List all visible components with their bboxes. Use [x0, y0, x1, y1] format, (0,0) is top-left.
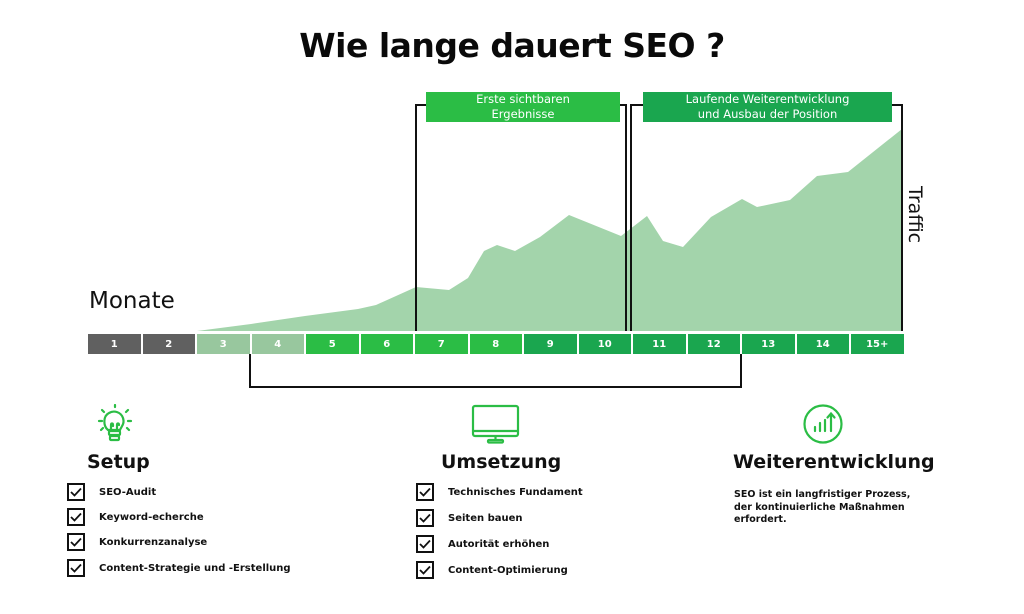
checklist-item: Autorität erhöhen [416, 535, 549, 553]
checkbox-checked-icon [416, 561, 434, 579]
phase-label-line2: und Ausbau der Position [697, 107, 838, 121]
phase-label-line1: Erste sichtbaren [476, 92, 570, 106]
monitor-icon [471, 404, 520, 444]
checklist-item: Keyword-echerche [67, 508, 204, 526]
checkbox-checked-icon [67, 508, 85, 526]
section-description: SEO ist ein langfristiger Prozess, der k… [734, 489, 934, 527]
bottom-bracket [249, 354, 742, 388]
month-cell: 3 [197, 334, 250, 354]
checkbox-checked-icon [67, 559, 85, 577]
month-cell: 5 [306, 334, 359, 354]
description-line: erfordert. [734, 514, 787, 525]
section-title-setup: Setup [87, 451, 150, 473]
month-cell: 14 [796, 334, 849, 354]
checklist-label: Content-Optimierung [448, 564, 568, 576]
checklist-label: Technisches Fundament [448, 486, 583, 498]
section-title-umsetzung: Umsetzung [441, 451, 562, 473]
checklist-label: Keyword-echerche [99, 511, 204, 523]
month-cell: 15+ [851, 334, 904, 354]
month-cell: 1 [88, 334, 141, 354]
traffic-area [197, 129, 902, 331]
checklist-label: SEO-Audit [99, 486, 157, 498]
month-cell: 6 [360, 334, 413, 354]
growth-chart-icon [803, 404, 843, 444]
checkbox-checked-icon [416, 509, 434, 527]
phase-label-box-1 [426, 92, 620, 122]
month-cell: 7 [415, 334, 468, 354]
checklist-item: Konkurrenzanalyse [67, 533, 207, 551]
checklist-item: Content-Strategie und -Erstellung [67, 559, 291, 577]
checklist-label: Konkurrenzanalyse [99, 536, 208, 548]
phase-label-line2: Ergebnisse [491, 107, 555, 121]
page-title: Wie lange dauert SEO ? [299, 26, 725, 65]
checklist-label: Content-Strategie und -Erstellung [99, 562, 291, 574]
checklist-label: Autorität erhöhen [448, 538, 550, 550]
month-timeline: 1 2 3 4 5 6 7 8 9 10 11 12 13 14 15+ [88, 334, 906, 354]
checkbox-checked-icon [416, 535, 434, 553]
checkbox-checked-icon [67, 483, 85, 501]
month-cell: 9 [524, 334, 577, 354]
phase-label-line1: Laufende Weiterentwicklung [685, 92, 850, 106]
month-cell: 13 [742, 334, 795, 354]
phase-label-ongoing-development: Laufende Weiterentwicklung und Ausbau de… [643, 92, 892, 122]
section-title-weiterentwicklung: Weiterentwicklung [733, 451, 935, 473]
description-line: der kontinuierliche Maßnahmen [734, 501, 905, 513]
month-cell: 8 [469, 334, 522, 354]
checklist-item: Seiten bauen [416, 509, 523, 527]
description-line: SEO ist ein langfristiger Prozess, [734, 489, 911, 500]
month-cell: 10 [578, 334, 631, 354]
phase-label-first-results: Erste sichtbaren Ergebnisse [426, 92, 620, 122]
month-cell: 12 [687, 334, 740, 354]
month-cell: 2 [142, 334, 195, 354]
y-axis-label: Traffic [904, 186, 926, 244]
checklist-item: Technisches Fundament [416, 483, 583, 501]
month-cell: 11 [633, 334, 686, 354]
lightbulb-icon [97, 404, 133, 442]
checklist-item: Content-Optimierung [416, 561, 568, 579]
phase-label-box-2 [643, 92, 892, 122]
month-cell: 4 [251, 334, 304, 354]
checklist-label: Seiten bauen [448, 512, 523, 524]
x-axis-label: Monate [89, 288, 175, 314]
checkbox-checked-icon [67, 533, 85, 551]
checkbox-checked-icon [416, 483, 434, 501]
checklist-item: SEO-Audit [67, 483, 156, 501]
